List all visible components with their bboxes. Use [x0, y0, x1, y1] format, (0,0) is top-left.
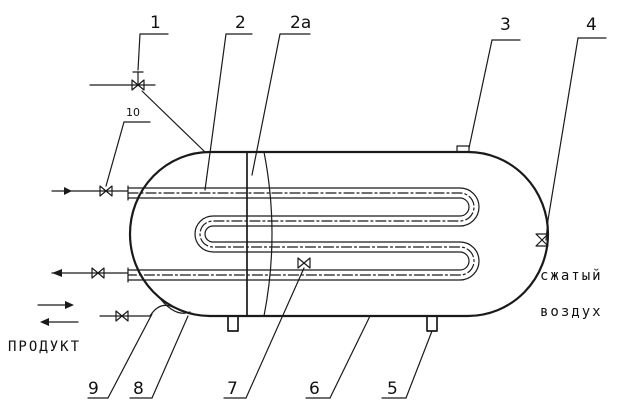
callout-8: 8	[133, 379, 144, 399]
callout-7: 7	[227, 379, 238, 399]
coil-outlet-line	[51, 267, 129, 279]
valve-10	[99, 185, 113, 197]
callout-10: 10	[126, 106, 140, 119]
top-nozzle	[456, 145, 470, 153]
air-line	[535, 219, 549, 247]
supports	[227, 315, 438, 332]
callout-1: 1	[150, 13, 161, 33]
partition-wall	[246, 151, 273, 317]
callout-9: 9	[88, 379, 99, 399]
product-line	[37, 301, 176, 326]
bottom-hatch	[157, 295, 191, 314]
callout-5: 5	[387, 379, 398, 399]
product-label: ПРОДУКТ	[8, 339, 81, 355]
coil-inlet-line	[51, 187, 129, 195]
valve-7	[297, 257, 311, 269]
air-label-line1: сжатый	[540, 268, 603, 284]
callout-4: 4	[586, 15, 597, 35]
callout-6: 6	[309, 379, 320, 399]
callout-3: 3	[500, 15, 511, 35]
leader-lines	[87, 33, 607, 399]
valve-1	[89, 71, 156, 91]
callout-2: 2	[235, 13, 246, 33]
air-label-line2: воздух	[540, 304, 603, 320]
heat-exchange-coil	[127, 185, 480, 283]
tank-vessel	[128, 150, 550, 318]
callout-2a: 2а	[290, 13, 311, 33]
